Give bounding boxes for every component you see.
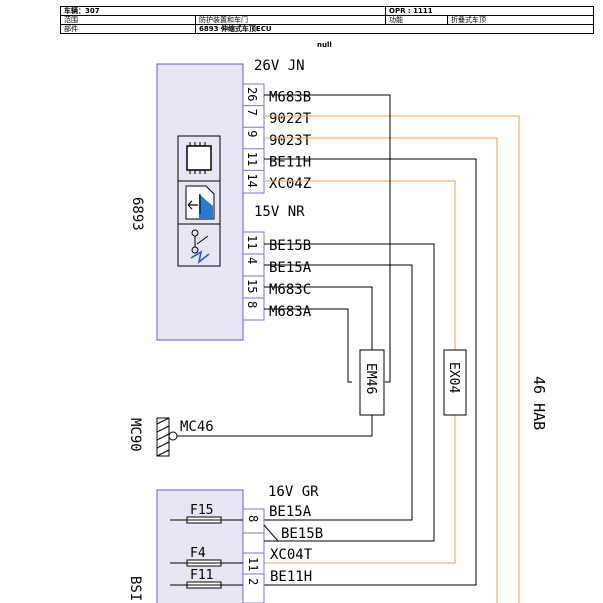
bsi-pin-8: 8 <box>246 515 260 522</box>
bsi-wire-be11h: BE11H <box>270 569 312 585</box>
wire-label: BE11H <box>269 154 311 170</box>
ground-symbol <box>156 417 178 457</box>
ecu-icons <box>177 135 221 267</box>
pin-number: 7 <box>245 109 259 116</box>
pin-number: 8 <box>245 301 259 308</box>
fuse-f15 <box>170 516 243 524</box>
pin-number: 11 <box>245 235 259 249</box>
pin-number: 15 <box>245 279 259 293</box>
wire-label: M683B <box>269 90 311 106</box>
bsi-wire-be15a: BE15A <box>269 504 312 520</box>
wire-label: XC04Z <box>269 176 311 192</box>
fuse-f11-label: F11 <box>190 568 213 583</box>
harness-label: 46 HAB <box>530 376 548 430</box>
fuse-f15-label: F15 <box>190 503 213 518</box>
bsi-pin-11: 11 <box>246 557 260 571</box>
wire-label: 9023T <box>269 133 312 149</box>
bsi-wire-xc04t: XC04T <box>270 547 313 563</box>
null-text: null <box>317 41 332 49</box>
pin-number: 14 <box>245 173 259 187</box>
roof-document-icon <box>185 185 215 220</box>
ex04-connector <box>443 349 467 416</box>
wire-label: 9022T <box>269 111 312 127</box>
pin-number: 9 <box>245 130 259 137</box>
wire-label: M683C <box>269 282 311 298</box>
orange-wires <box>264 115 520 603</box>
em46-connector <box>359 349 385 416</box>
bsi-pin-2: 2 <box>246 578 260 585</box>
bsi-connector-block <box>242 508 265 603</box>
part-value: 6893 伸缩式车顶ECU <box>194 24 595 34</box>
pins-top: 26 M683B 7 9022T 9 9023T 11 BE11H 14 XC04Z <box>243 87 312 192</box>
bsi-wire-be15b: BE15B <box>281 526 323 542</box>
wire-label: BE15B <box>269 238 311 254</box>
black-wires <box>175 94 477 586</box>
ground-id: MC90 <box>127 418 143 452</box>
connector-15v-nr: 15V NR <box>254 204 305 220</box>
wire-label: M683A <box>269 304 312 320</box>
pin-number: 26 <box>245 87 259 101</box>
fuse-f4-label: F4 <box>190 546 206 561</box>
ex04-label: EX04 <box>446 362 461 393</box>
pins-mid: 11 BE15B 4 BE15A 15 M683C 8 M683A <box>243 235 312 320</box>
ground-label: MC46 <box>180 419 214 435</box>
ecu-name: 6893 <box>129 197 145 231</box>
pin-number: 11 <box>245 152 259 166</box>
chip-icon <box>186 142 212 174</box>
bsi-name: BSI <box>127 576 143 601</box>
wire-label: BE15A <box>269 260 312 276</box>
header-table: 车辆：307 OPR : 1111 范围 防护装置和车门 功能 折叠式车顶 部件… <box>60 6 595 34</box>
em46-label: EM46 <box>363 363 378 394</box>
fuse-f11 <box>170 581 243 589</box>
pin-number: 4 <box>245 257 259 264</box>
motor-switch-icon <box>190 229 210 264</box>
bsi-connector: 16V GR <box>268 484 319 500</box>
connector-26v-jn: 26V JN <box>254 58 305 74</box>
fuse-f4 <box>170 559 243 567</box>
